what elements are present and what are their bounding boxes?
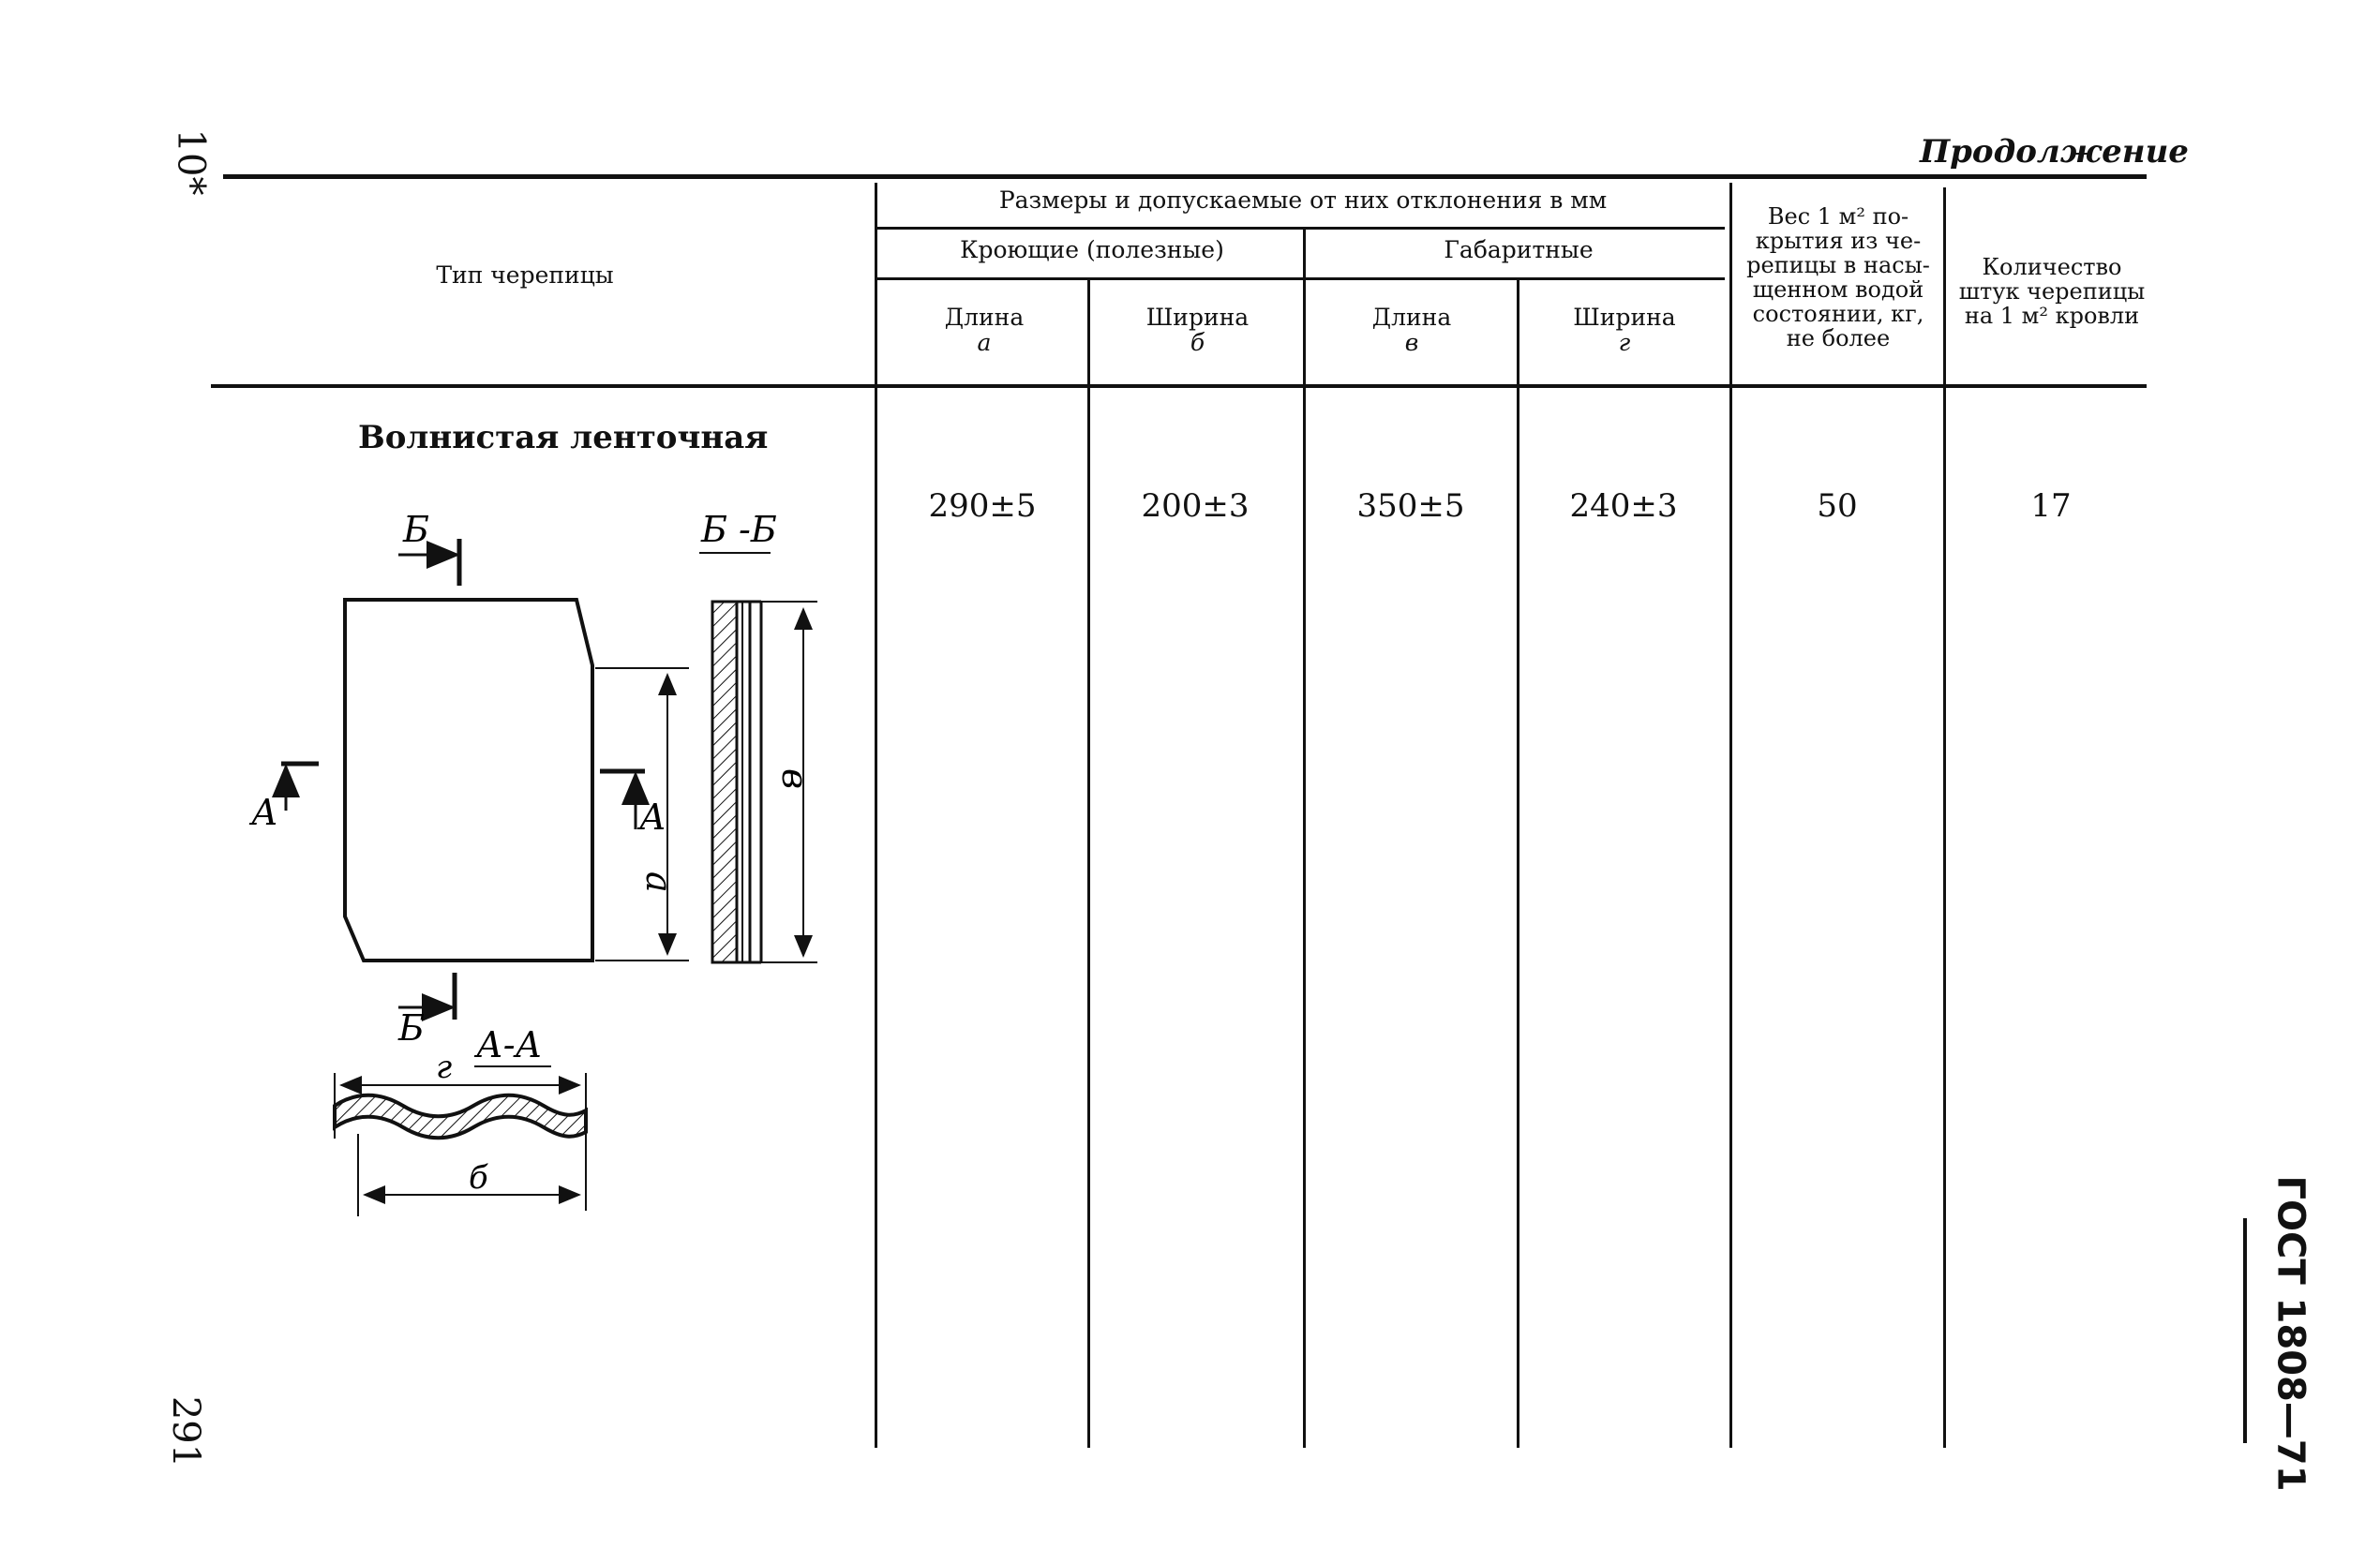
continuation-title: Продолжение: [1920, 133, 2189, 171]
dim-v: в: [774, 768, 816, 789]
section-aa-label: А-А: [473, 1024, 542, 1065]
value-length-v: 350±5: [1356, 487, 1465, 525]
value-length-a: 290±5: [928, 487, 1037, 525]
sub-covering-header: Кроющие (полезные): [960, 236, 1224, 263]
sub-rule: [876, 277, 1725, 280]
section-bb-label: Б -Б: [700, 509, 777, 550]
col-type-header: Тип черепицы: [436, 261, 614, 289]
dim-b: б: [469, 1159, 488, 1197]
col-line-5: [1729, 183, 1732, 1448]
col-line-6: [1943, 187, 1946, 1448]
col-line-4: [1517, 278, 1519, 1448]
value-count: 17: [2030, 487, 2072, 525]
mark-b-top: Б: [402, 509, 429, 550]
group-rule: [876, 227, 1725, 230]
group-header: Размеры и допускаемые от них отклонения …: [998, 186, 1608, 214]
mark-b-bottom: Б: [397, 1007, 425, 1049]
mark-a-left: А: [248, 792, 278, 833]
value-width-g: 240±3: [1569, 487, 1678, 525]
header-bottom-rule: [211, 384, 2147, 388]
wave-section: [333, 1093, 588, 1140]
dim-g: г: [436, 1049, 452, 1086]
mark-a-right: А: [636, 797, 666, 838]
dim-a: а: [638, 871, 680, 893]
standard-bar: [2243, 1218, 2247, 1443]
value-width-b: 200±3: [1141, 487, 1250, 525]
col-line-1: [875, 183, 877, 1448]
col-line-2: [1087, 278, 1090, 1448]
col-line-3: [1303, 230, 1306, 1448]
weight-header: Вес 1 м² по- крытия из че- репицы в насы…: [1746, 203, 1930, 351]
tile-outline: [343, 598, 594, 962]
sub-overall-header: Габаритные: [1444, 236, 1594, 263]
row-type-label: Волнистая ленточная: [358, 419, 769, 456]
count-header: Количество штук черепицы на 1 м² кровли: [1958, 254, 2146, 329]
value-weight: 50: [1817, 487, 1858, 525]
top-rule: [223, 174, 2147, 179]
